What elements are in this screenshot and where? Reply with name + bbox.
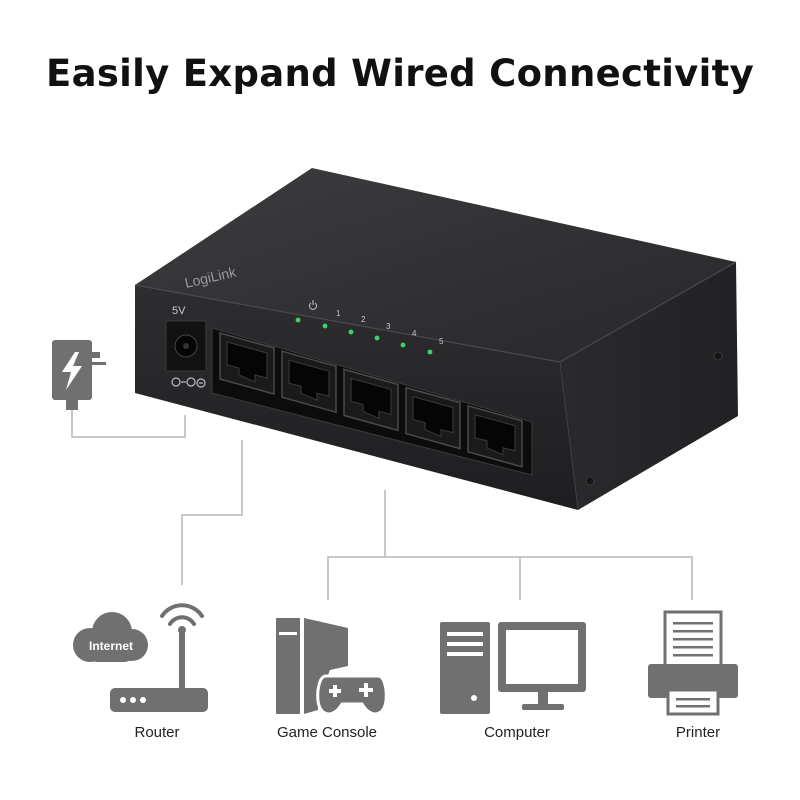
power-led (295, 317, 301, 323)
wifi-icon (160, 603, 204, 626)
connection-lines (71, 400, 693, 600)
ethernet-port-5 (467, 404, 523, 468)
switch-side (560, 262, 738, 510)
device-label-computer: Computer (484, 724, 550, 741)
ethernet-ports (219, 332, 523, 468)
screw (713, 351, 723, 361)
port-led-4 (400, 342, 406, 348)
port-led-2 (348, 329, 354, 335)
device-label-router: Router (134, 724, 180, 741)
internet-badge: Internet (89, 639, 133, 653)
router-icon: Internet (73, 603, 208, 712)
router-line (181, 440, 243, 585)
led-number-4: 4 (412, 329, 417, 338)
ethernet-port-2 (281, 350, 337, 414)
game-console-icon (276, 618, 388, 716)
power-adapter-icon (52, 340, 106, 410)
polarity-symbol-icon (171, 377, 206, 388)
status-leds (295, 317, 433, 355)
cloud-icon (73, 612, 148, 662)
port-led-5 (427, 349, 433, 355)
ethernet-port-3 (343, 368, 399, 432)
power-led-icon (309, 300, 317, 310)
switch-top (135, 168, 736, 362)
ethernet-port-4 (405, 386, 461, 450)
led-number-2: 2 (361, 315, 366, 324)
power-label: 5V (172, 305, 186, 317)
screw (585, 476, 595, 486)
printer-icon (648, 610, 738, 716)
gamepad-icon (316, 674, 388, 716)
port-led-3 (374, 335, 380, 341)
led-number-5: 5 (439, 337, 444, 346)
ethernet-port-1 (219, 332, 275, 395)
devices-line-bus (327, 556, 693, 600)
headline: Easily Expand Wired Connectivity (46, 52, 754, 95)
power-line (71, 400, 186, 438)
port-led-1 (322, 323, 328, 329)
device-label-game-console: Game Console (276, 724, 378, 741)
led-number-3: 3 (386, 322, 391, 331)
computer-icon (440, 622, 586, 714)
network-switch: LogiLink 5V 1 2 3 4 5 (134, 168, 738, 511)
led-number-1: 1 (336, 309, 341, 318)
device-label-printer: Printer (675, 724, 721, 741)
